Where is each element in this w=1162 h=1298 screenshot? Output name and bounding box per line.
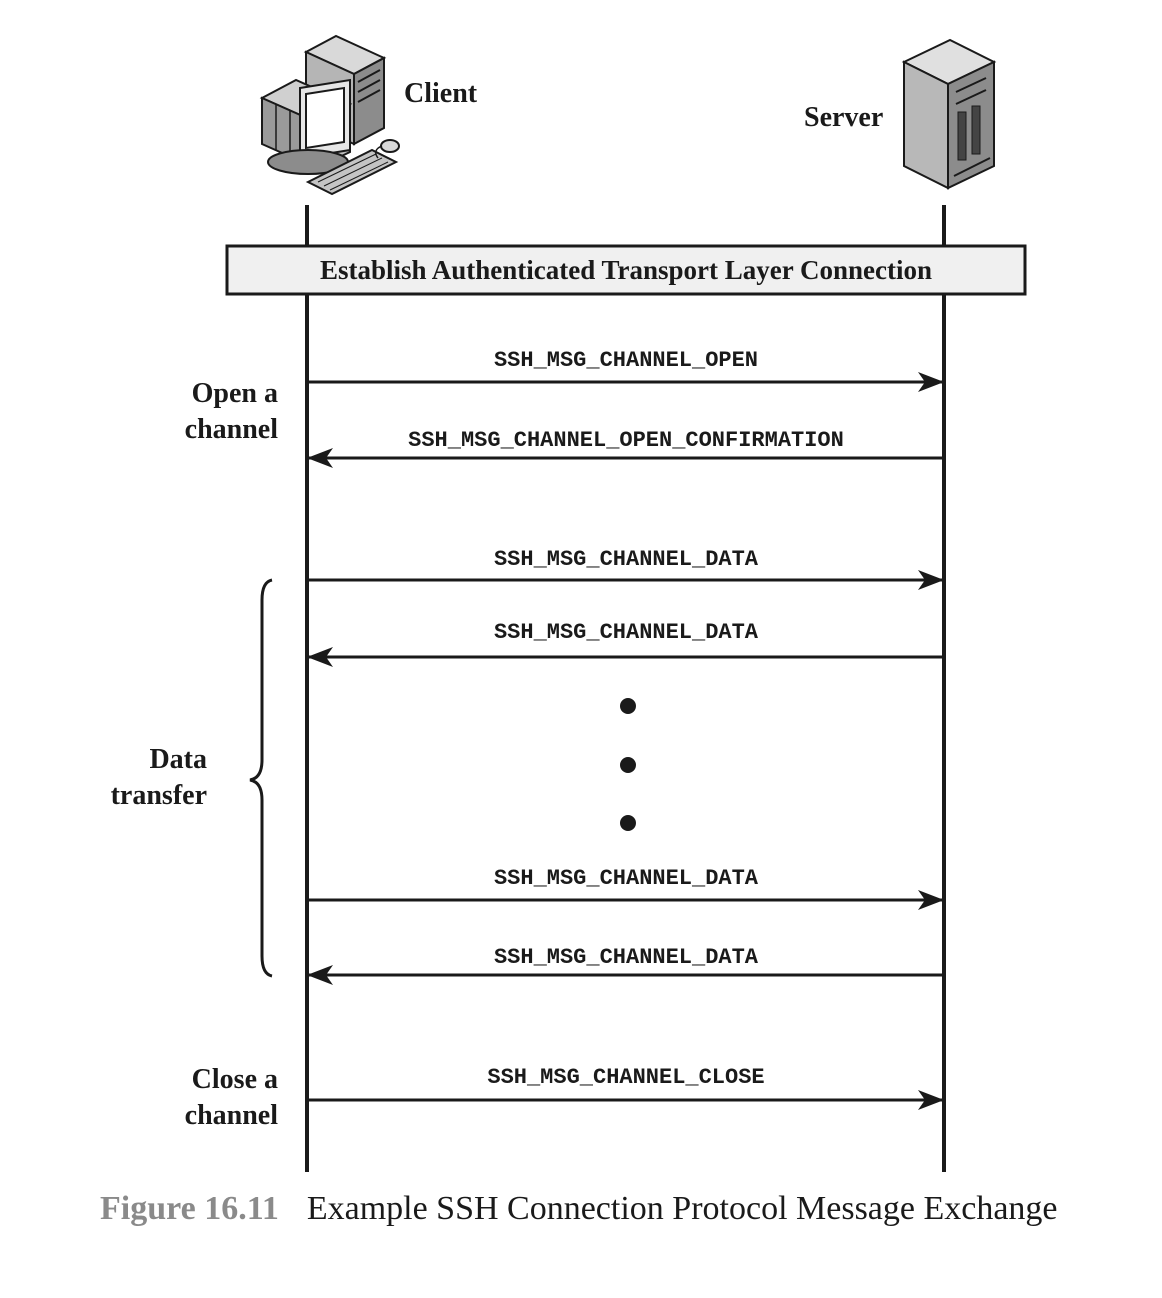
figure-number: Figure 16.11 (100, 1190, 279, 1227)
figure-caption: Figure 16.11 Example SSH Connection Proto… (100, 1190, 1100, 1228)
message-label: SSH_MSG_CHANNEL_CLOSE (487, 1065, 764, 1090)
transport-connection-box (225, 244, 1027, 296)
figure-title: Example SSH Connection Protocol Message … (306, 1190, 1058, 1227)
message-label: SSH_MSG_CHANNEL_DATA (494, 945, 759, 970)
phase-label-close-line2: channel (185, 1100, 279, 1131)
phase-label-open-line2: channel (185, 414, 279, 445)
phase-label-data-line1: Data (149, 744, 207, 775)
ellipsis-dot (620, 757, 636, 773)
message-label: SSH_MSG_CHANNEL_DATA (494, 547, 759, 572)
message-label: SSH_MSG_CHANNEL_DATA (494, 620, 759, 645)
message-label: SSH_MSG_CHANNEL_OPEN_CONFIRMATION (408, 428, 844, 453)
server-label: Server (804, 102, 883, 133)
transport-connection-label: Establish Authenticated Transport Layer … (320, 255, 932, 285)
phase-label-close-line1: Close a (192, 1064, 278, 1095)
phase-label-data-line2: transfer (111, 780, 207, 811)
desktop-computer-icon (259, 34, 400, 196)
server-tower-icon (901, 38, 997, 190)
data-transfer-brace (249, 578, 273, 978)
client-label: Client (404, 78, 478, 109)
ellipsis-dot (620, 815, 636, 831)
ellipsis-dot (620, 698, 636, 714)
message-label: SSH_MSG_CHANNEL_DATA (494, 866, 759, 891)
message-label: SSH_MSG_CHANNEL_OPEN (494, 348, 758, 373)
phase-label-open-line1: Open a (192, 378, 278, 409)
